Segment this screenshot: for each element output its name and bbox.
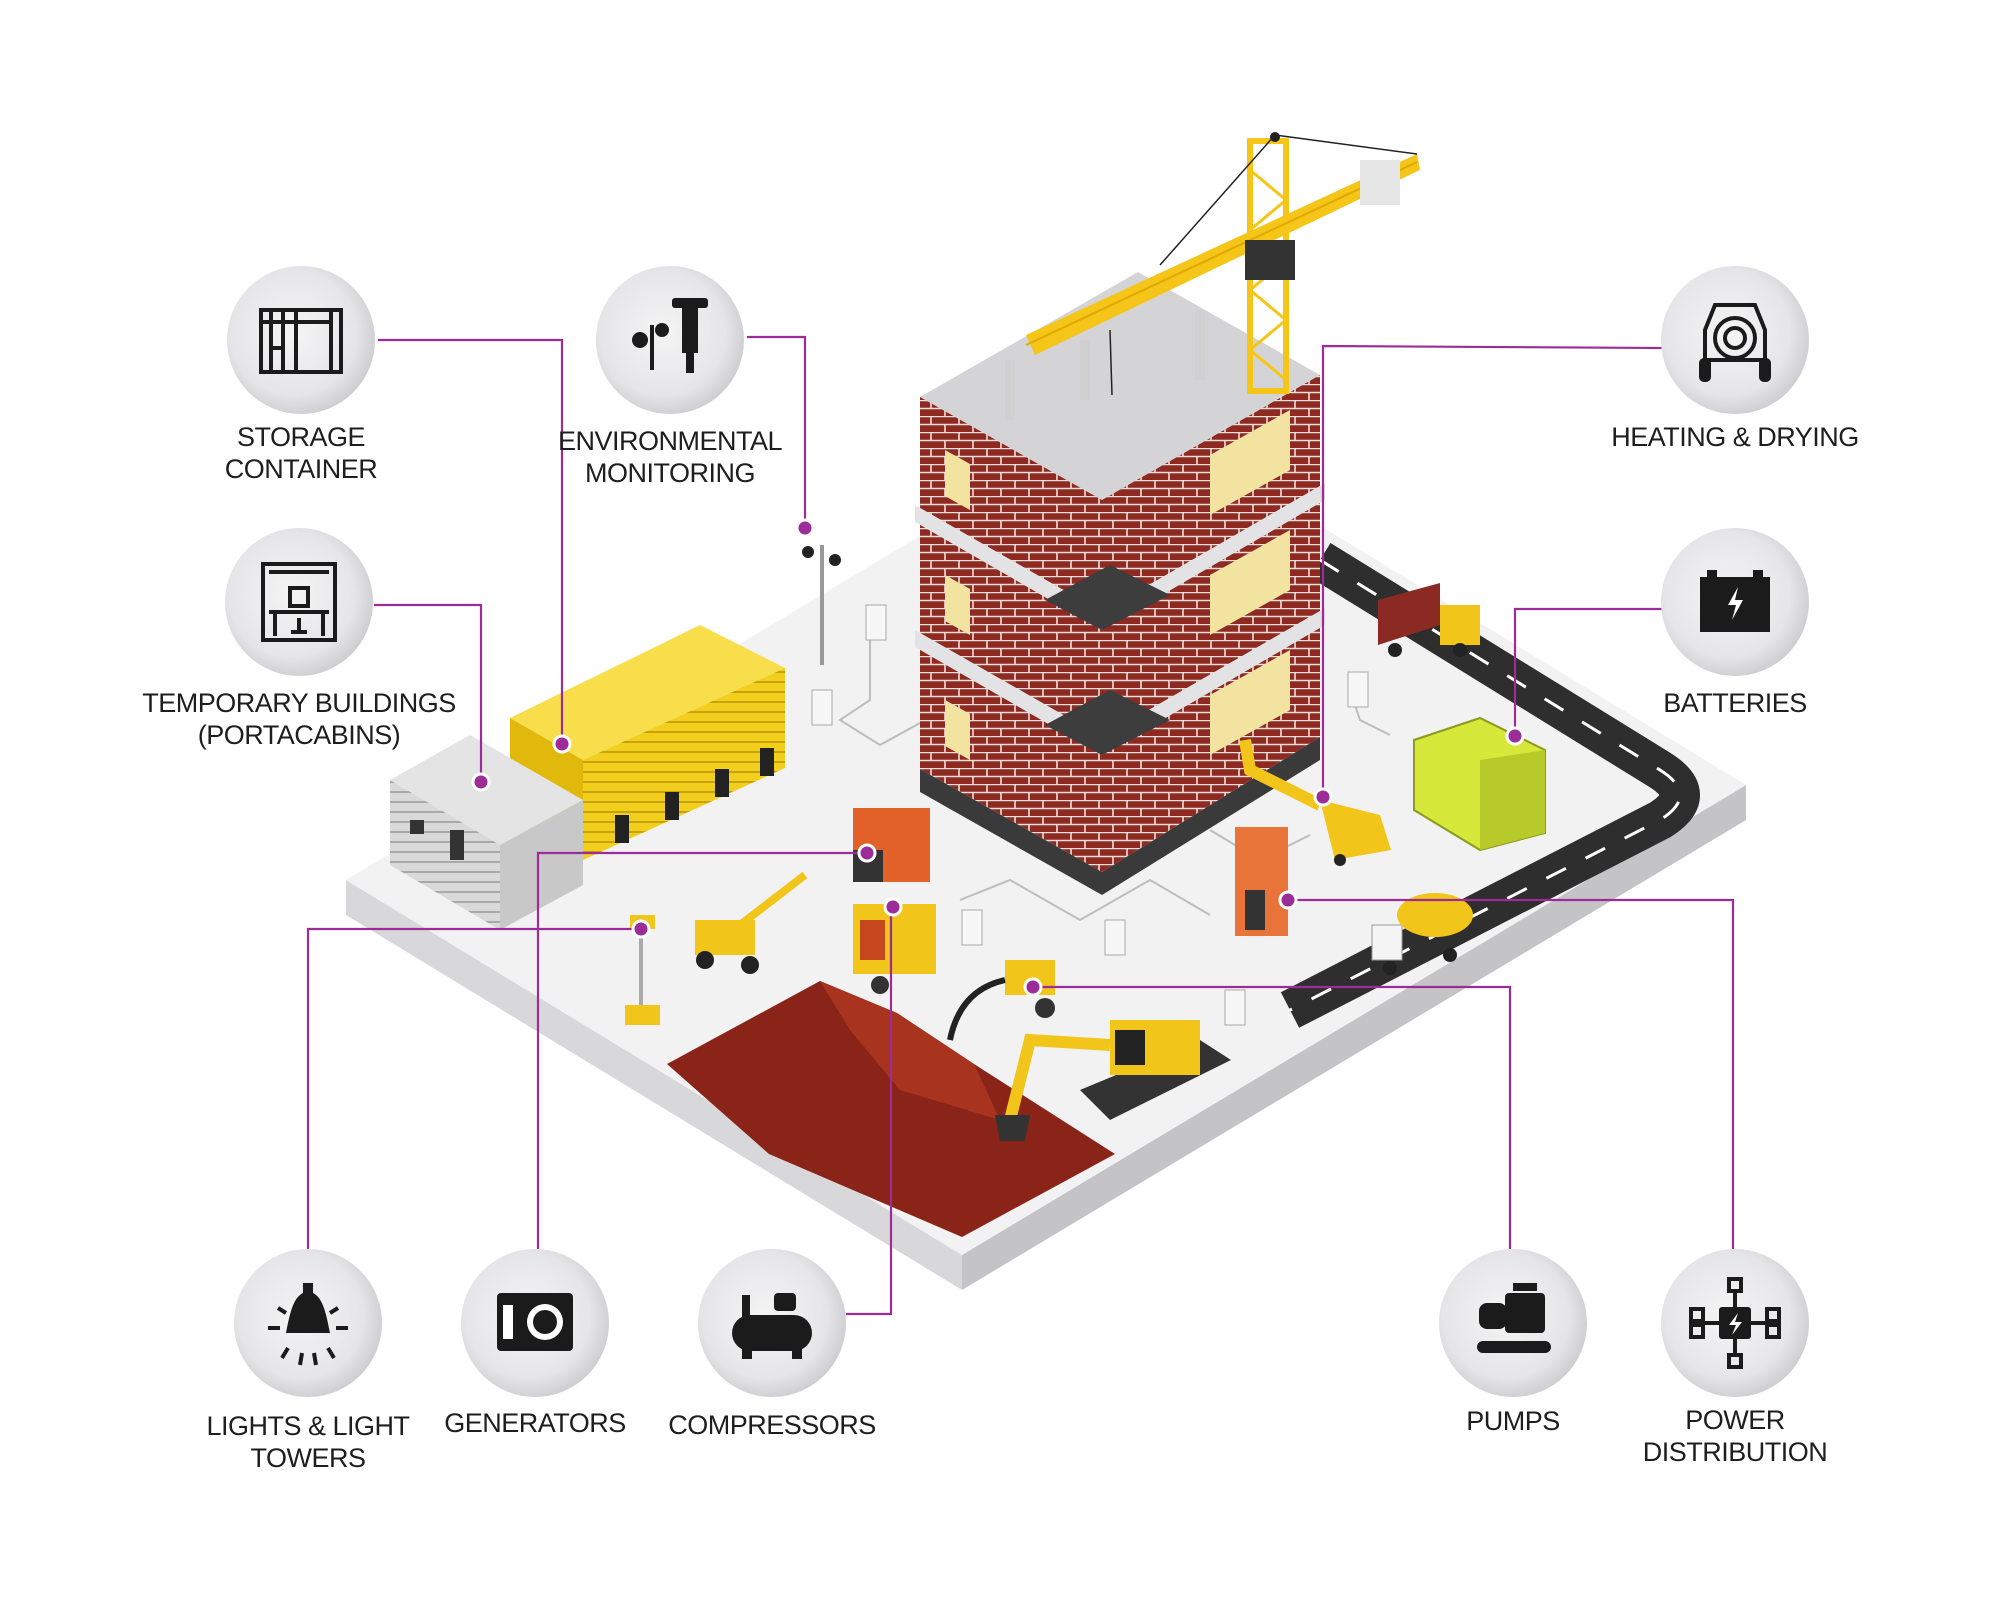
marker-dot[interactable]	[795, 518, 815, 538]
marker-dot[interactable]	[1278, 890, 1298, 910]
marker-dot[interactable]	[631, 919, 651, 939]
road	[1280, 542, 1700, 1028]
category-label: COMPRESSORS	[668, 1410, 876, 1440]
category-power-distribution[interactable]: POWER DISTRIBUTION	[1643, 1249, 1828, 1467]
connector-lines	[306, 335, 1735, 1316]
category-label: LIGHTS & LIGHT	[206, 1411, 409, 1441]
space-heater	[1239, 739, 1391, 866]
category-compressors[interactable]: COMPRESSORS	[668, 1249, 876, 1440]
dump-truck	[1378, 583, 1480, 657]
connector-generators	[536, 851, 867, 1249]
office-cabin-icon	[261, 562, 337, 642]
power-distribution-icon	[1689, 1277, 1781, 1369]
category-label: BATTERIES	[1663, 688, 1807, 718]
category-label: (PORTACABINS)	[198, 720, 401, 750]
category-label: ENVIRONMENTAL	[558, 426, 783, 456]
connector-temporary-buildings	[374, 603, 483, 782]
category-heating-drying[interactable]: HEATING & DRYING	[1611, 266, 1859, 452]
connector-storage-container	[378, 338, 564, 744]
category-label: DISTRIBUTION	[1643, 1437, 1828, 1467]
category-pumps[interactable]: PUMPS	[1439, 1249, 1587, 1436]
category-label: TOWERS	[250, 1443, 365, 1473]
connector-environmental-monitoring	[747, 335, 807, 528]
light-bulb-icon	[268, 1283, 348, 1366]
battery-icon	[1700, 570, 1770, 632]
connector-compressors	[846, 907, 893, 1316]
category-label: GENERATORS	[444, 1408, 626, 1438]
concrete-mixer-truck	[1371, 893, 1473, 975]
connector-lights	[306, 927, 641, 1249]
pump-icon	[1477, 1283, 1551, 1353]
category-label: POWER	[1685, 1405, 1785, 1435]
marker-dot[interactable]	[1023, 977, 1043, 997]
marker-dot[interactable]	[552, 734, 572, 754]
category-storage-container[interactable]: STORAGE CONTAINER	[225, 266, 378, 484]
category-label: STORAGE	[237, 422, 365, 452]
category-label: TEMPORARY BUILDINGS	[142, 688, 456, 718]
category-label: MONITORING	[585, 458, 755, 488]
category-label: HEATING & DRYING	[1611, 422, 1859, 452]
building-under-construction	[915, 272, 1325, 895]
tower-crane	[1025, 132, 1420, 396]
heater-fan-icon	[1699, 303, 1771, 382]
marker-dot[interactable]	[1505, 726, 1525, 746]
marker-dot[interactable]	[883, 897, 903, 917]
category-label: PUMPS	[1466, 1406, 1560, 1436]
category-batteries[interactable]: BATTERIES	[1661, 528, 1809, 718]
weather-station	[802, 545, 841, 665]
compressor-icon	[732, 1293, 812, 1359]
site-equipment	[625, 545, 1546, 1141]
category-label: CONTAINER	[225, 454, 378, 484]
mobile-crane	[695, 871, 808, 974]
excavation-pit-shade	[820, 981, 1000, 1120]
weather-station-icon	[632, 298, 708, 373]
portacabin	[390, 735, 583, 930]
excavator	[995, 1020, 1231, 1141]
marker-dot[interactable]	[1313, 787, 1333, 807]
connector-batteries	[1513, 607, 1662, 736]
connector-heating-drying	[1321, 344, 1663, 797]
storage-container-icon	[259, 308, 343, 374]
generator-icon	[497, 1293, 573, 1351]
marker-dot[interactable]	[471, 772, 491, 792]
connector-pumps	[1033, 985, 1512, 1249]
category-temporary-buildings[interactable]: TEMPORARY BUILDINGS (PORTACABINS)	[142, 528, 456, 750]
connector-power-distribution	[1288, 898, 1735, 1249]
category-generators[interactable]: GENERATORS	[444, 1249, 626, 1438]
category-environmental-monitoring[interactable]: ENVIRONMENTAL MONITORING	[558, 266, 783, 488]
marker-dot[interactable]	[857, 843, 877, 863]
category-lights[interactable]: LIGHTS & LIGHT TOWERS	[206, 1249, 410, 1473]
